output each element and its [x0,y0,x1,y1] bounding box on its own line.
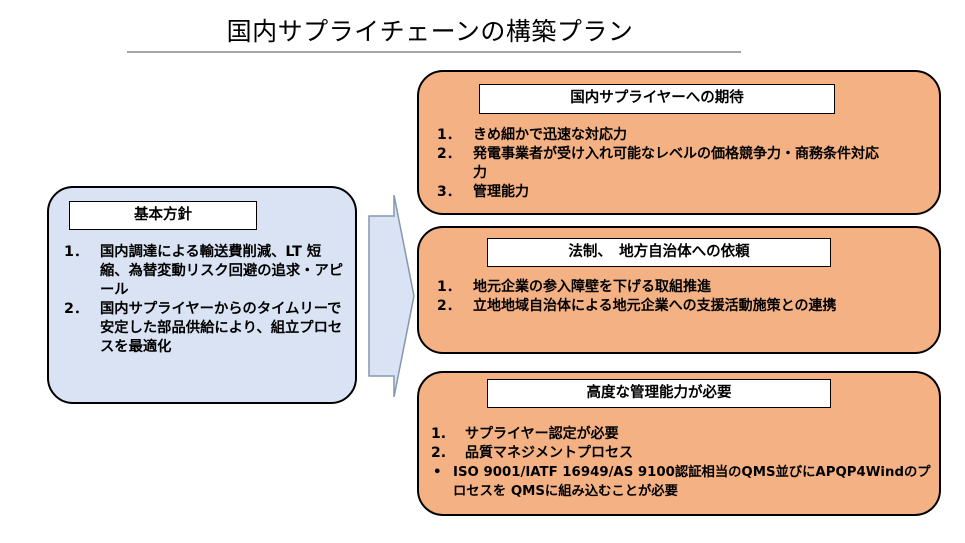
list-number: 2． [64,301,89,317]
bullet-marker: • [433,465,442,480]
list-item: 1． きめ細かで迅速な対応力 [437,126,917,145]
list-text: 国内サプライヤーからのタイムリーで安定した部品供給により、組立プロセスを最適化 [100,301,343,355]
list-item: 1. サプライヤー認定が必要 [431,425,933,444]
flow-arrow [368,194,415,398]
list-number: 1． [64,244,89,260]
expectations-heading: 国内サプライヤーへの期待 [479,84,835,114]
list-text: きめ細かで迅速な対応力 [473,127,627,143]
list-item: • ISO 9001/IATF 16949/AS 9100認証相当のQMS並びに… [431,463,933,501]
list-text: 立地地域自治体による地元企業への支援活動施策との連携 [473,298,837,314]
expectations-list: 1． きめ細かで迅速な対応力 2． 発電事業者が受け入れ可能なレベルの価格競争力… [437,126,917,202]
list-number: 1． [437,127,461,143]
requests-heading: 法制、 地方自治体への依頼 [487,238,831,267]
list-item: 1． 国内調達による輸送費削減、LT 短縮、為替変動リスク回避の追求・アピール [64,243,346,300]
list-text: 国内調達による輸送費削減、LT 短縮、為替変動リスク回避の追求・アピール [100,244,344,298]
basic-policy-box: 基本方針 1． 国内調達による輸送費削減、LT 短縮、為替変動リスク回避の追求・… [47,186,357,404]
list-item: 2. 品質マネジメントプロセス [431,444,933,463]
list-item: 1． 地元企業の参入障壁を下げる取組推進 [437,278,927,297]
list-number: 2． [437,146,461,162]
list-item: 2． 発電事業者が受け入れ可能なレベルの価格競争力・商務条件対応力 [437,145,917,183]
list-item: 3． 管理能力 [437,183,917,202]
management-heading: 高度な管理能力が必要 [487,379,831,408]
page-title: 国内サプライチェーンの構築プラン [226,17,634,46]
list-number: 2． [437,298,461,314]
basic-policy-heading: 基本方針 [69,201,257,230]
requests-list: 1． 地元企業の参入障壁を下げる取組推進 2． 立地地域自治体による地元企業への… [437,278,927,316]
list-text: ISO 9001/IATF 16949/AS 9100認証相当のQMS並びにAP… [453,465,931,499]
list-item: 2． 立地地域自治体による地元企業への支援活動施策との連携 [437,297,927,316]
list-text: 地元企業の参入障壁を下げる取組推進 [473,279,711,295]
list-text: 品質マネジメントプロセス [465,445,633,461]
requests-box: 法制、 地方自治体への依頼 1． 地元企業の参入障壁を下げる取組推進 2． 立地… [417,226,941,354]
list-number: 1. [431,426,447,442]
basic-policy-list: 1． 国内調達による輸送費削減、LT 短縮、為替変動リスク回避の追求・アピール … [64,243,346,357]
expectations-box: 国内サプライヤーへの期待 1． きめ細かで迅速な対応力 2． 発電事業者が受け入… [417,70,941,215]
list-number: 2. [431,445,447,461]
management-box: 高度な管理能力が必要 1. サプライヤー認定が必要 2. 品質マネジメントプロセ… [417,371,941,516]
list-number: 3． [437,184,461,200]
list-text: サプライヤー認定が必要 [465,426,619,442]
list-item: 2． 国内サプライヤーからのタイムリーで安定した部品供給により、組立プロセスを最… [64,300,346,357]
list-text: 発電事業者が受け入れ可能なレベルの価格競争力・商務条件対応力 [473,146,879,181]
list-number: 1． [437,279,461,295]
list-text: 管理能力 [473,184,529,200]
title-underline [127,51,741,53]
management-list: 1. サプライヤー認定が必要 2. 品質マネジメントプロセス • ISO 900… [431,425,933,501]
